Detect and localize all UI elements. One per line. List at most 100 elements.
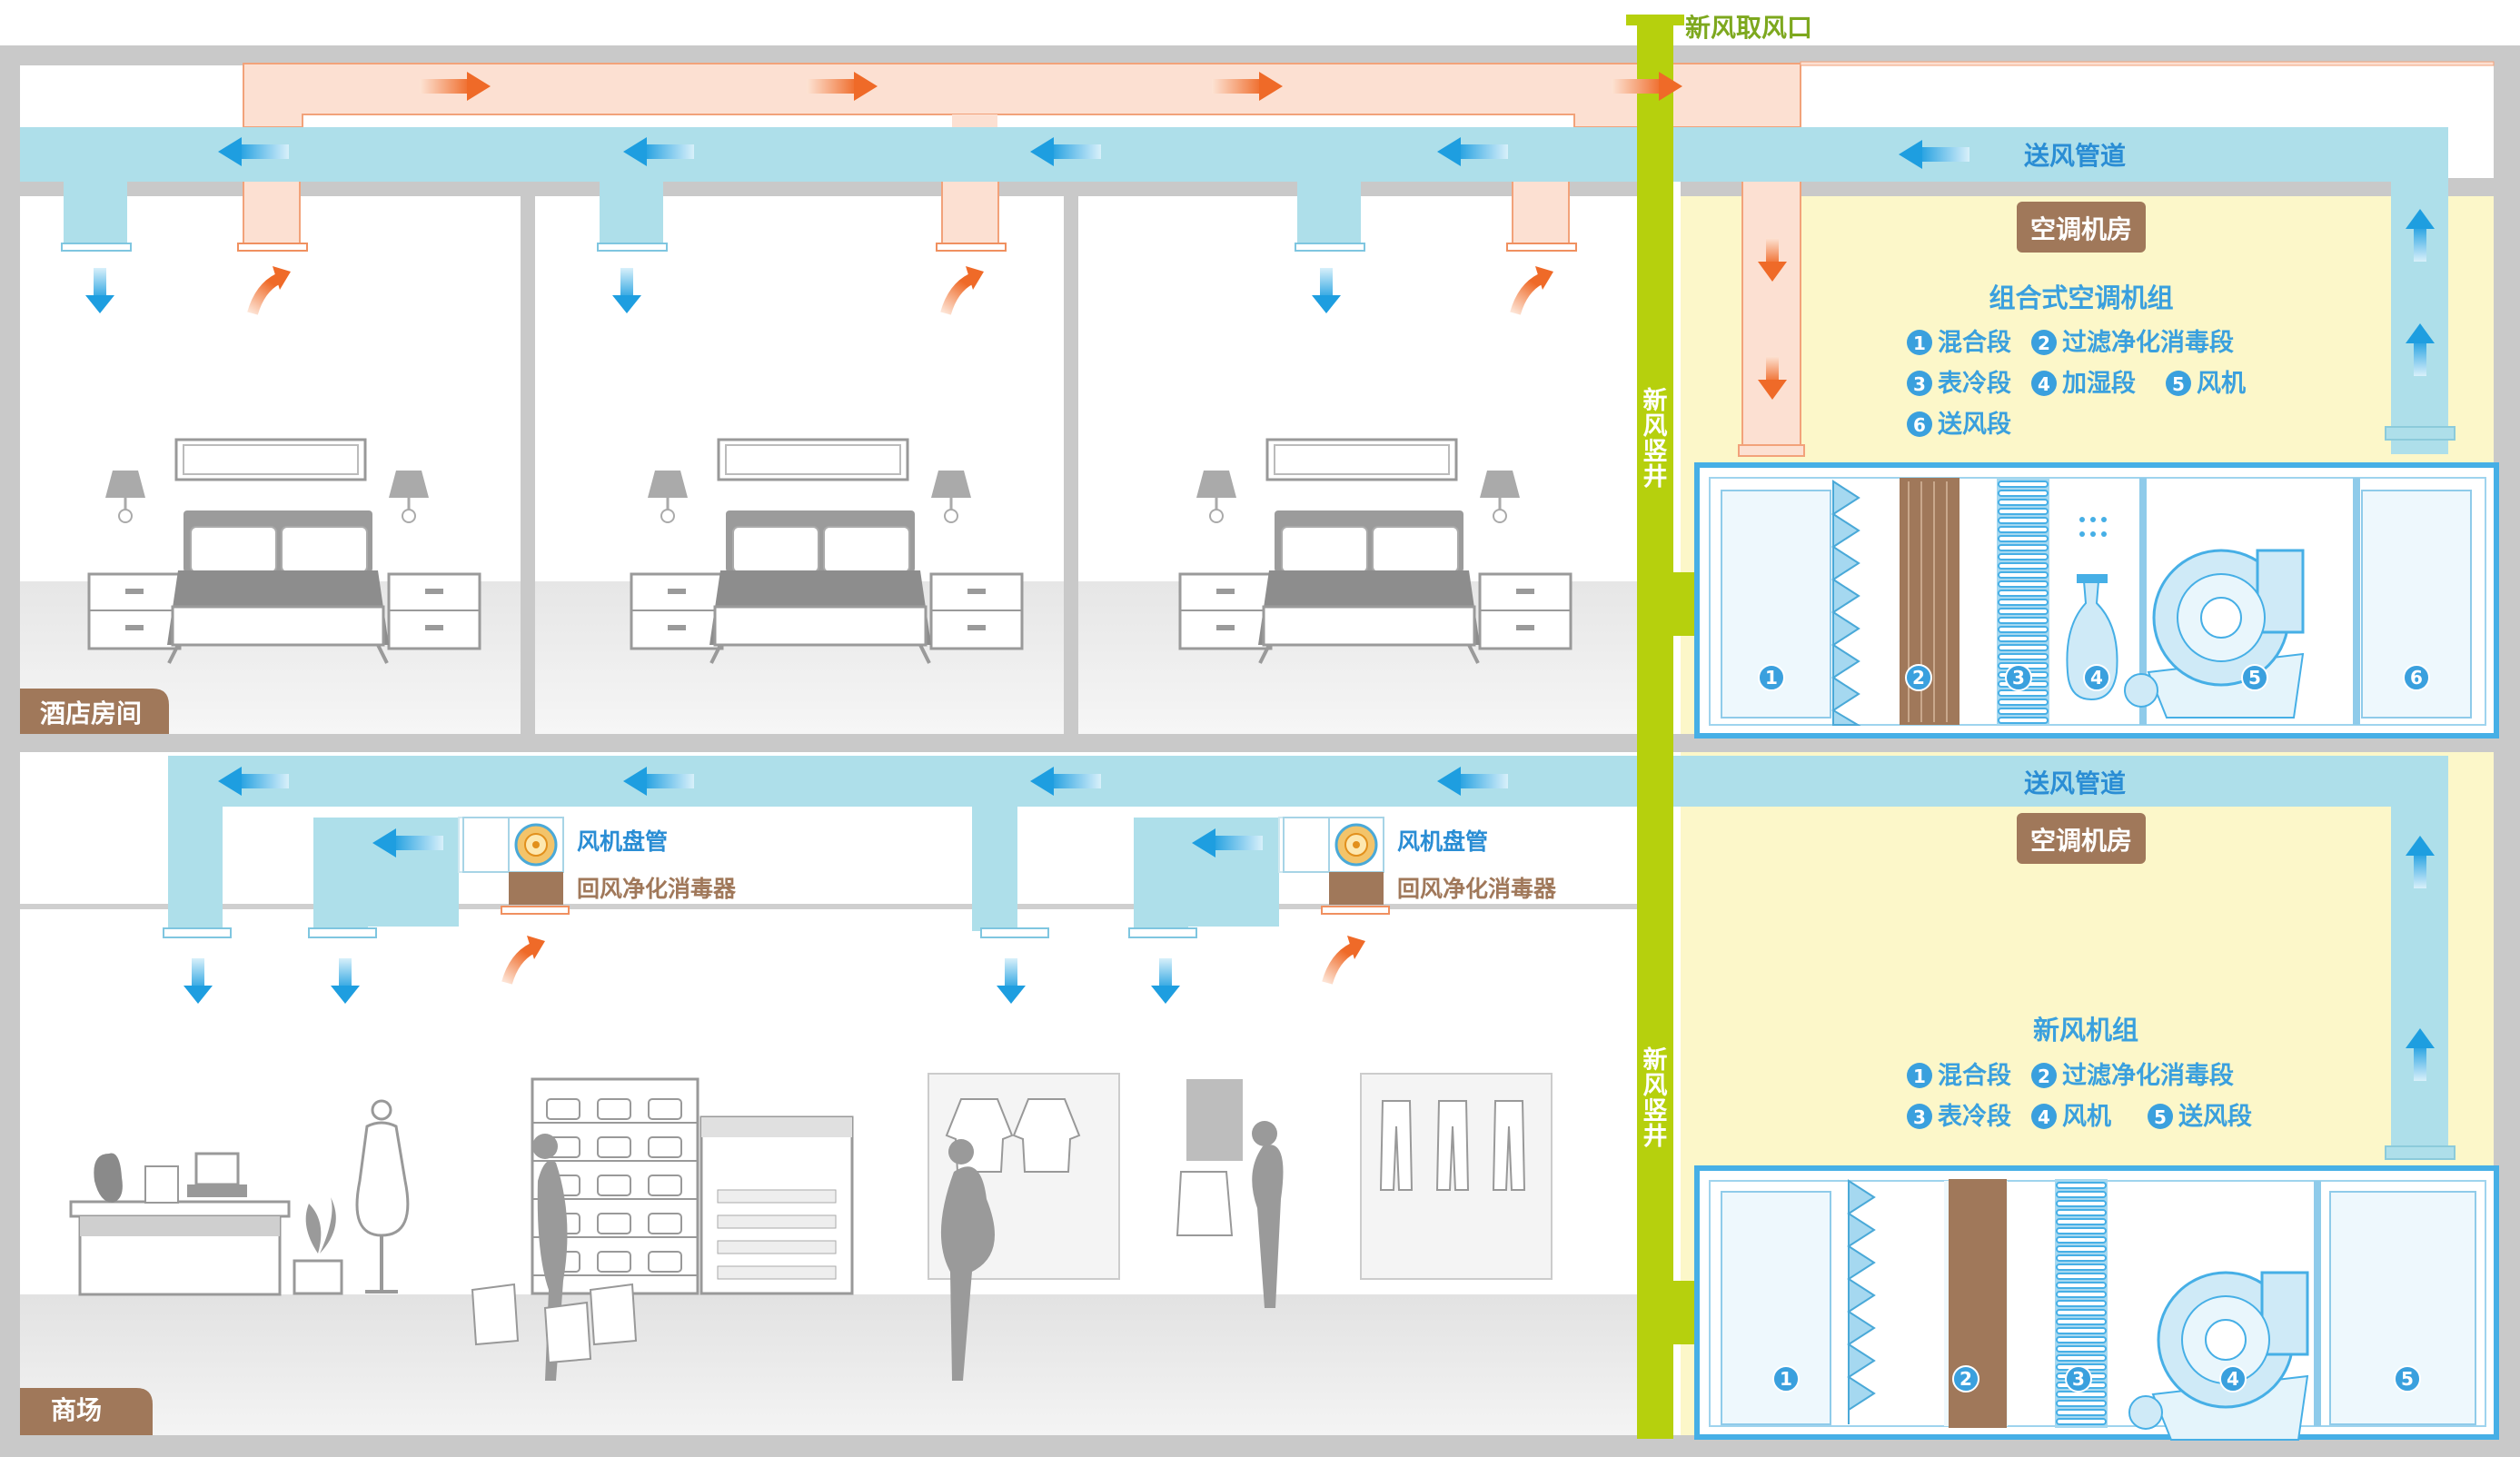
wall-lamp [105,471,145,498]
bed-base [713,605,928,647]
bed-base [1262,605,1476,647]
svg-text:加湿段: 加湿段 [2062,370,2136,398]
ac-room-badge-bottom: 空调机房 [2017,813,2146,864]
hotel-room-label: 酒店房间 [40,699,142,728]
supply-flow-arrow-left [218,767,289,796]
supply-flow-arrow-left [1192,828,1263,857]
cooling-coil-top [1998,481,2049,724]
ahu-top-section-4: 4 [2083,664,2110,691]
pillow [1372,526,1459,573]
return-flow-arrow-curved [501,936,545,985]
supply-flow-arrow-left [1437,137,1508,166]
labels: 新风取风口 送风管道 送风管道 空调机房 空调机房 酒店房间 商场 风机盘管 回… [20,13,2174,1435]
fan-coil-unit-1 [462,817,570,915]
pillow [823,526,910,573]
ahu-top-legend-item: 4 加湿段 [2031,370,2136,398]
wall-lamp [1480,471,1520,498]
wall-picture [174,438,367,481]
hotel-room-badge: 酒店房间 [20,689,169,734]
nightstand [929,572,1024,650]
svg-text:送风段: 送风段 [1938,411,2011,439]
wall-lamp [648,471,688,498]
mannequin [355,1121,410,1237]
svg-text:3: 3 [2072,1368,2085,1390]
bed-base [171,605,385,647]
return-flow-arrow-right [1612,72,1682,101]
pillow [732,526,819,573]
svg-text:风: 风 [1643,412,1668,441]
svg-text:2: 2 [1959,1368,1972,1390]
svg-text:2: 2 [1912,667,1925,689]
ac-room-label-top: 空调机房 [2030,214,2132,244]
svg-text:风: 风 [1643,1072,1668,1100]
shopping-bag [543,1301,592,1364]
mixing-section-filter-bottom [1847,1179,1876,1424]
trousers [1492,1100,1526,1191]
shopping-bag [471,1283,520,1346]
return-flow-arrow-right [420,72,491,101]
supply-flow-arrow-up [2406,209,2435,262]
shopper-figure [1252,1145,1284,1308]
pillow [190,526,277,573]
ahu-top-section-1: 1 [1758,664,1785,691]
svg-text:4: 4 [2038,1106,2050,1128]
ahu-bottom-section-5: 5 [2394,1365,2421,1393]
fresh-air-intake-label: 新风取风口 [1685,13,1812,43]
svg-text:4: 4 [2038,373,2050,395]
svg-text:1: 1 [1765,667,1778,689]
fcu-label-2: 风机盘管 [1397,828,1488,855]
supply-flow-arrow-down [612,268,641,313]
mall-fixtures [69,1073,1553,1381]
svg-text:6: 6 [1913,414,1926,436]
svg-text:6: 6 [2410,667,2423,689]
return-purifier-label-2: 回风净化消毒器 [1397,876,1557,902]
svg-text:4: 4 [2227,1368,2239,1390]
ahu-bottom-title: 新风机组 [2033,1015,2138,1046]
svg-text:新: 新 [1643,1046,1668,1075]
clothes-shelf [699,1115,854,1295]
pillow [281,526,368,573]
ahu-top-legend-item: 6 送风段 [1907,411,2011,439]
ahu-top-section-5: 5 [2241,664,2268,691]
supply-duct-label-top: 送风管道 [2024,141,2126,171]
nightstand [1478,572,1573,650]
return-flow-arrow-right [807,72,878,101]
svg-text:1: 1 [1780,1368,1792,1390]
ahu-top-section-2: 2 [1905,664,1932,691]
wall-picture [1265,438,1458,481]
return-flow-arrow-down [1758,238,1787,282]
svg-text:5: 5 [2154,1106,2167,1128]
mixing-section-filter-top [1831,480,1860,725]
svg-text:3: 3 [1913,373,1926,395]
svg-text:风机: 风机 [2062,1103,2111,1131]
ahu-bottom-legend-item: 4 风机 [2031,1103,2111,1131]
cash-register [194,1152,240,1186]
svg-text:过滤净化消毒段: 过滤净化消毒段 [2062,1062,2234,1090]
bedroom-furniture-2 [630,438,1024,664]
svg-text:井: 井 [1643,463,1668,491]
svg-text:4: 4 [2090,667,2103,689]
nightstand [1178,572,1273,650]
svg-text:混合段: 混合段 [1938,1061,2011,1090]
supply-flow-arrow-left [623,767,694,796]
supply-flow-arrow-down [1151,958,1180,1004]
return-flow-arrow-curved [1322,936,1365,985]
wall-lamp [389,471,429,498]
return-purifier-label-1: 回风净化消毒器 [577,876,737,902]
fcu-label-1: 风机盘管 [577,828,668,855]
supply-flow-arrow-left [1030,137,1101,166]
return-flow-arrow-curved [1510,266,1553,315]
svg-text:2: 2 [2038,332,2050,354]
return-flow-arrow-right [1212,72,1283,101]
supply-duct-label-bottom: 送风管道 [2024,768,2126,798]
nightstand [630,572,724,650]
svg-text:新: 新 [1643,386,1668,415]
supply-flow-arrow-up [2406,323,2435,376]
ahu-bottom-section-4: 4 [2219,1365,2247,1393]
